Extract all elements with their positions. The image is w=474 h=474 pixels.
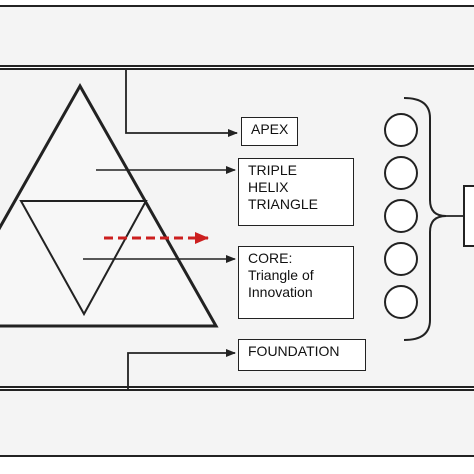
triple-helix-line-2: HELIX (248, 179, 289, 195)
bottom-panel (0, 389, 474, 457)
apex-label: APEX (251, 121, 289, 137)
foundation-label: FOUNDATION (248, 343, 340, 359)
stack-circle (384, 242, 418, 276)
triple-helix-box: TRIPLE HELIX TRIANGLE (238, 158, 354, 226)
stack-circle (384, 285, 418, 319)
foundation-box: FOUNDATION (238, 339, 366, 371)
stack-circle (384, 156, 418, 190)
core-line-2: Triangle of (248, 267, 314, 283)
triple-helix-line-1: TRIPLE (248, 162, 298, 178)
core-box: CORE: Triangle of Innovation (238, 246, 354, 319)
stack-circle (384, 113, 418, 147)
right-box (463, 185, 474, 247)
stack-circle (384, 199, 418, 233)
core-line-1: CORE: (248, 250, 293, 266)
apex-box: APEX (241, 117, 298, 146)
pyramid-triangle (0, 82, 219, 328)
inverted-core-triangle (19, 200, 148, 317)
foundation-connector (127, 349, 236, 390)
apex-connector (125, 69, 238, 137)
triple-helix-line-3: TRIANGLE (248, 196, 319, 212)
top-panel (0, 5, 474, 67)
circle-stack (384, 113, 418, 319)
core-line-3: Innovation (248, 284, 313, 300)
